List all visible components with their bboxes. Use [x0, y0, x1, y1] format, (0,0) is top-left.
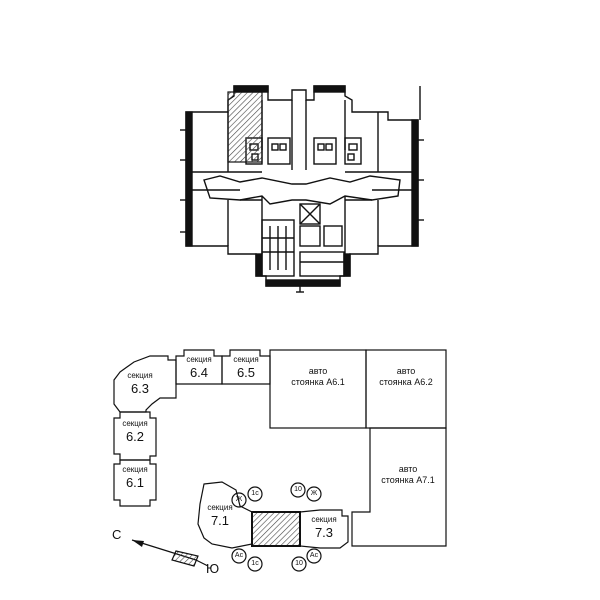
section-caption: секция [122, 419, 148, 428]
marker-tag: Ас [309, 552, 319, 559]
parking-a6-1-label: авто стоянка А6.1 [272, 366, 364, 388]
outer-wall [185, 85, 419, 287]
section-number: 6.4 [189, 365, 209, 380]
parking-name: стоянка А7.1 [381, 474, 435, 485]
section-caption: секция [122, 465, 148, 474]
marker-tag: 10 [294, 486, 302, 493]
marker-tag: Ж [235, 496, 243, 503]
parking-a7-1-label: авто стоянка А7.1 [370, 464, 446, 486]
section-caption: секция [186, 355, 212, 364]
section-7-2-highlight [251, 511, 301, 547]
compass-north-label: С [112, 527, 122, 542]
marker-tag: Ас [234, 552, 244, 559]
parking-a6-2-outline [365, 349, 447, 429]
marker-tag: 1с [251, 490, 259, 497]
floor-plan [180, 85, 424, 293]
section-6-2-label: секция 6.2 [115, 419, 155, 444]
parking-caption: авто [396, 366, 416, 376]
section-number: 6.3 [130, 381, 150, 396]
section-number: 7.1 [210, 513, 230, 528]
section-caption: секция [233, 355, 259, 364]
section-6-3-label: секция 6.3 [120, 371, 160, 396]
section-6-5-outline [221, 349, 271, 385]
section-7-3-outline [299, 509, 349, 549]
section-number: 6.5 [236, 365, 256, 380]
section-7-1-label: секция 7.1 [200, 503, 240, 528]
section-6-1-outline [113, 459, 157, 507]
parking-caption: авто [308, 366, 328, 376]
section-number: 6.1 [125, 475, 145, 490]
parking-a7-1-outline [351, 427, 447, 547]
site-plan [113, 349, 447, 572]
section-6-5-label: секция 6.5 [226, 355, 266, 380]
compass-south-label: Ю [206, 561, 220, 576]
section-6-3-outline [113, 355, 177, 413]
highlighted-apartment [227, 91, 263, 163]
parking-caption: авто [398, 464, 418, 474]
section-caption: секция [127, 371, 153, 380]
section-6-4-outline [175, 349, 223, 385]
section-caption: секция [207, 503, 233, 512]
marker-tag: 1с [251, 560, 259, 567]
section-7-1-outline [197, 481, 253, 549]
marker-tag: 10 [295, 560, 303, 567]
section-number: 7.3 [314, 525, 334, 540]
marker-tag: Ж [310, 490, 318, 497]
parking-a6-1-outline [269, 349, 367, 429]
section-6-1-label: секция 6.1 [115, 465, 155, 490]
section-7-3-label: секция 7.3 [304, 515, 344, 540]
section-6-4-label: секция 6.4 [179, 355, 219, 380]
compass-arrow [131, 539, 209, 567]
parking-name: стоянка А6.1 [291, 376, 345, 387]
parking-a6-2-label: авто стоянка А6.2 [366, 366, 446, 388]
section-caption: секция [311, 515, 337, 524]
section-number: 6.2 [125, 429, 145, 444]
parking-name: стоянка А6.2 [379, 376, 433, 387]
